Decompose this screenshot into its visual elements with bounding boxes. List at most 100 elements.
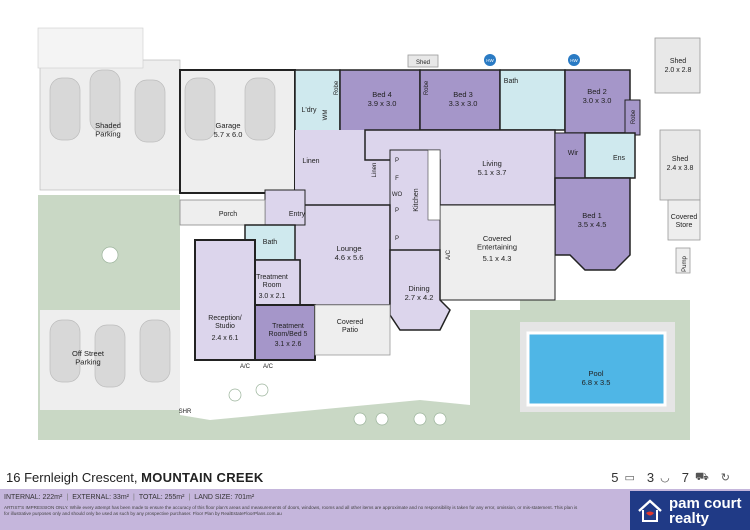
brand-line1: pam court [669,494,742,512]
footer-bar [0,489,750,530]
label-robe-bed4: Robe [334,80,340,95]
brand-line2: realty [669,509,710,527]
label-p2: P [395,208,399,214]
entry-floor [264,189,306,226]
ens-floor [584,132,636,179]
compass-icon: ↻ [720,472,730,484]
label-ens: Ens [613,155,626,162]
hw-icon-2 [568,54,580,66]
area-external: EXTERNAL: 33m² [72,494,129,501]
label-f: F [395,176,399,182]
kitchen-island [427,149,441,221]
label-linen1: Linen [302,158,319,165]
label-ac2: A/C [240,364,251,370]
car-icon: ⛟ [694,470,709,483]
beds-count: 5 [611,470,619,485]
label-shed2-dim: 2.4 x 3.8 [667,165,694,172]
label-dining: Dining [408,284,429,293]
label-hw2: HW [570,58,578,63]
label-bed4: Bed 4 [372,90,392,99]
driveway-top [37,27,144,69]
label-pool: Pool [588,369,603,378]
label-bed3: Bed 3 [453,90,473,99]
feature-icons: 5 ▭ 3 ◡ 7 ⛟ ↻ [611,470,736,485]
label-shed-top: Shed [416,60,430,66]
label-living-dim: 5.1 x 3.7 [478,168,507,177]
label-laundry: L'dry [302,107,317,114]
label-linen2: Linen [372,163,378,178]
pump-rect [675,247,691,274]
label-ac3: A/C [263,364,274,370]
car-icons [49,69,276,388]
label-shed2: Shed [672,156,688,163]
shed2-rect [659,129,701,201]
disclaimer: ARTIST'S IMPRESSION ONLY. While every at… [4,505,578,516]
treatment-bed5-floor [254,304,316,361]
covered-ent-floor [439,204,556,301]
tree-icons [101,246,447,426]
label-covered-ent-dim: 5.1 x 4.3 [483,254,512,263]
label-bed1-dim: 3.5 x 4.5 [578,220,607,229]
shed-top-rect [407,54,439,68]
label-pool-dim: 6.8 x 3.5 [582,378,611,387]
area-total: TOTAL: 255m² [138,494,185,501]
label-pump: Pump [682,256,688,272]
label-treatment-dim: 3.0 x 2.1 [259,293,286,300]
label-shr: SHR [179,409,192,415]
baths-count: 3 [646,470,655,485]
label-robe-bed3: Robe [424,80,430,95]
label-living: Living [482,159,502,168]
wir-floor [554,132,586,179]
area-internal: INTERNAL: 222m² [4,494,63,501]
label-wir: Wir [568,150,579,157]
label-bed1: Bed 1 [582,211,602,220]
cars-count: 7 [681,470,689,485]
label-treatment-bed5-dim: 3.1 x 2.6 [275,341,302,348]
label-garage: Garage [215,121,240,130]
pool-rect [526,331,667,407]
hw-icon-1 [484,54,496,66]
bed3-floor [419,69,501,131]
label-lounge-dim: 4.6 x 5.6 [335,253,364,262]
brand-logo[interactable]: pam court realty [630,491,750,530]
reception-floor [194,239,256,361]
label-p1: P [395,158,399,164]
label-hw1: HW [486,58,494,63]
label-dining-dim: 2.7 x 4.2 [405,293,434,302]
label-bath-mid: Bath [263,239,278,246]
address-street: 16 Fernleigh Crescent, [6,470,138,485]
label-bed3-dim: 3.3 x 3.0 [449,99,478,108]
label-robe-bed2: Robe [631,109,637,124]
label-bed2: Bed 2 [587,87,607,96]
label-garage-dim: 5.7 x 6.0 [214,130,243,139]
bed1-floor [554,177,631,271]
bed-icon: ▭ [624,472,635,484]
label-wm: WM [323,110,329,121]
label-entry: Entry [289,211,306,218]
property-address: 16 Fernleigh Crescent, MOUNTAIN CREEK [6,470,264,485]
shed1-rect [654,37,701,94]
bath-icon: ◡ [660,472,670,484]
area-summary: INTERNAL: 222m² | EXTERNAL: 33m² | TOTAL… [4,494,255,501]
label-ac1: A/C [446,249,452,260]
label-reception: Reception/Studio [208,315,242,330]
label-shed1: Shed [670,58,686,65]
porch-floor [179,199,266,226]
label-reception-dim: 2.4 x 6.1 [212,335,239,342]
covered-store-rect [667,199,701,241]
label-porch: Porch [219,211,237,218]
house-logo-icon [637,498,663,524]
covered-patio-floor [314,304,391,356]
label-p3: P [395,236,399,242]
label-lounge: Lounge [336,244,361,253]
dining-floor [389,249,451,331]
area-land: LAND SIZE: 701m² [194,494,255,501]
label-shed1-dim: 2.0 x 2.8 [665,67,692,74]
